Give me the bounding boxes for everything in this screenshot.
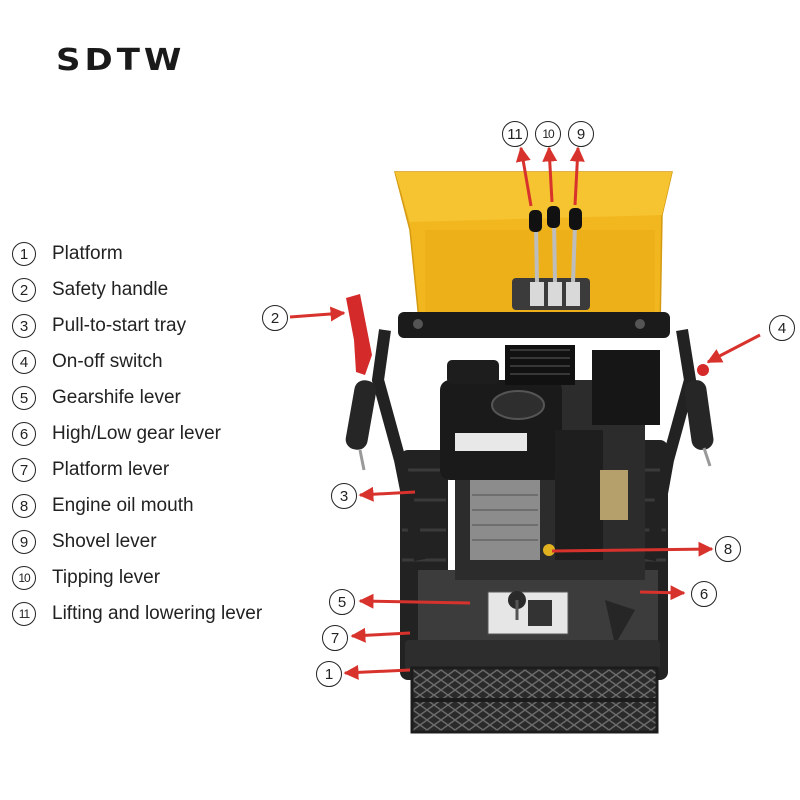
legend-label: Safety handle <box>52 279 169 300</box>
legend-label: On-off switch <box>52 351 163 372</box>
legend-item: 3 Pull-to-start tray <box>12 308 262 344</box>
callout-7: 7 <box>322 625 348 651</box>
legend-number: 4 <box>12 350 36 374</box>
legend-label: Gearshife lever <box>52 387 181 408</box>
legend-item: 5 Gearshife lever <box>12 380 262 416</box>
callout-4: 4 <box>769 315 795 341</box>
legend-item: 11 Lifting and lowering lever <box>12 596 262 632</box>
legend-label: Engine oil mouth <box>52 495 194 516</box>
legend-number: 3 <box>12 314 36 338</box>
parts-legend: 1 Platform 2 Safety handle 3 Pull-to-start … <box>12 236 262 632</box>
callout-9: 9 <box>568 121 594 147</box>
engine <box>440 345 628 560</box>
safety-handle <box>346 294 372 375</box>
legend-item: 7 Platform lever <box>12 452 262 488</box>
legend-item: 9 Shovel lever <box>12 524 262 560</box>
callout-8: 8 <box>715 536 741 562</box>
callout-5: 5 <box>329 589 355 615</box>
legend-label: Platform <box>52 243 123 264</box>
callout-2: 2 <box>262 305 288 331</box>
legend-label: Pull-to-start tray <box>52 315 187 336</box>
legend-item: 1 Platform <box>12 236 262 272</box>
legend-number: 5 <box>12 386 36 410</box>
callout-arrows <box>289 146 761 680</box>
callout-3: 3 <box>331 483 357 509</box>
legend-item: 2 Safety handle <box>12 272 262 308</box>
legend-label: Platform lever <box>52 459 170 480</box>
legend-item: 8 Engine oil mouth <box>12 488 262 524</box>
control-box <box>592 350 660 425</box>
legend-label: High/Low gear lever <box>52 423 221 444</box>
platform <box>405 640 660 734</box>
legend-number: 10 <box>12 566 36 590</box>
legend-item: 4 On-off switch <box>12 344 262 380</box>
legend-number: 6 <box>12 422 36 446</box>
legend-number: 8 <box>12 494 36 518</box>
legend-number: 1 <box>12 242 36 266</box>
on-off-switch <box>697 364 709 376</box>
legend-number: 9 <box>12 530 36 554</box>
callout-10: 10 <box>535 121 561 147</box>
legend-number: 11 <box>12 602 36 626</box>
legend-label: Lifting and lowering lever <box>52 603 263 624</box>
gearshift-plate <box>487 591 635 645</box>
legend-item: 6 High/Low gear lever <box>12 416 262 452</box>
legend-item: 10 Tipping lever <box>12 560 262 596</box>
legend-number: 2 <box>12 278 36 302</box>
callout-1: 1 <box>316 661 342 687</box>
brand-logo: SDTW <box>56 42 186 78</box>
legend-label: Tipping lever <box>52 567 161 588</box>
callout-11: 11 <box>502 121 528 147</box>
legend-label: Shovel lever <box>52 531 157 552</box>
callout-6: 6 <box>691 581 717 607</box>
handlebar <box>345 312 714 562</box>
hydraulic-valve <box>512 206 590 310</box>
legend-number: 7 <box>12 458 36 482</box>
